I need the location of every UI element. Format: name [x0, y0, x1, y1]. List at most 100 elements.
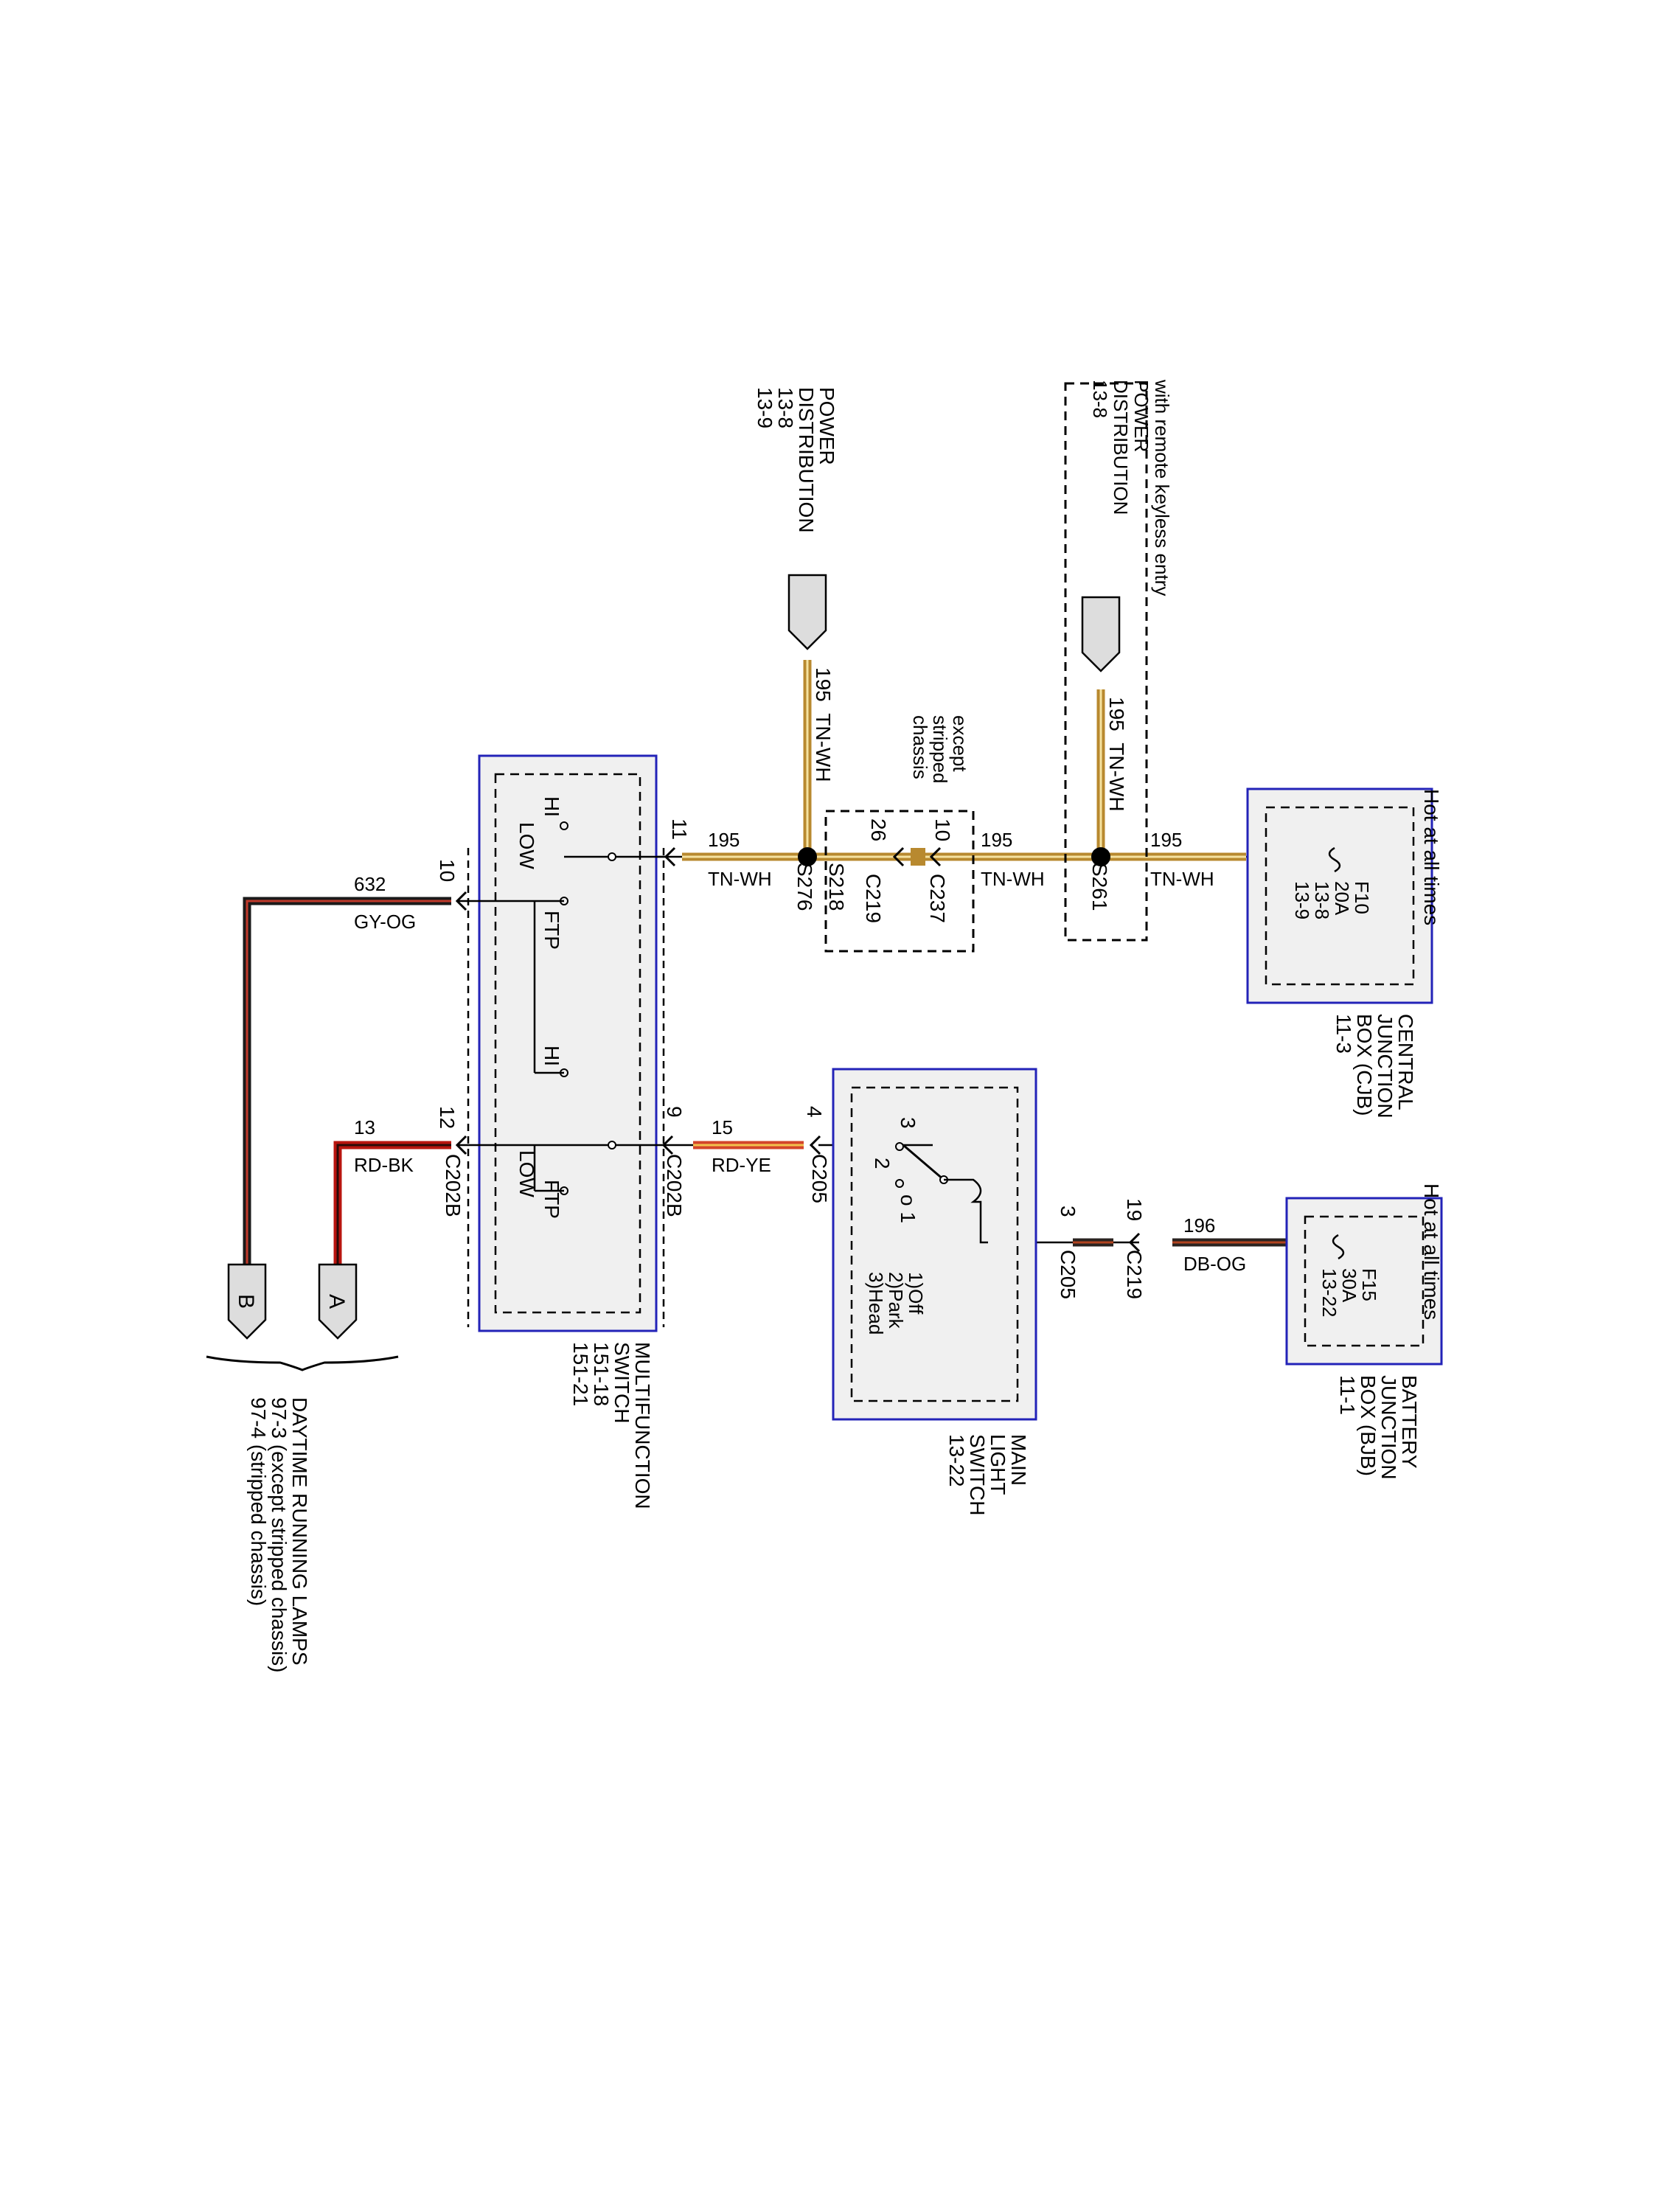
- power-distribution-connector: [787, 574, 827, 650]
- mls-name-line: SWITCH: [966, 1434, 989, 1516]
- position-2-label: 2: [871, 1158, 894, 1169]
- circuit-number: 15: [712, 1116, 733, 1138]
- f15-line: 30A: [1338, 1268, 1360, 1303]
- mls-position-line: 3)Head: [865, 1272, 887, 1335]
- circuit-number: 632: [354, 873, 386, 895]
- wire-color-code: RD-BK: [354, 1154, 414, 1176]
- cjb-name-line: BOX (CJB): [1353, 1014, 1376, 1116]
- bjb-name-line: 11-1: [1336, 1375, 1359, 1415]
- f15-line: F15: [1358, 1268, 1380, 1301]
- pin-number: 4: [803, 1106, 826, 1118]
- bjb-box: [1285, 1197, 1443, 1366]
- f15-line: 13-22: [1318, 1268, 1340, 1318]
- connector-c202b-label: C202B: [442, 1154, 465, 1217]
- connector-c202b-icon: [455, 891, 467, 911]
- except-stripped-line: except: [949, 715, 971, 772]
- drl-brace: [206, 1355, 399, 1371]
- mls-position-line: 2)Park: [885, 1272, 907, 1329]
- circuit-number: 13: [354, 1116, 375, 1138]
- pin-number: 9: [663, 1106, 686, 1118]
- remote-keyless-box: [1064, 382, 1148, 942]
- mls-name-line: MAIN: [1007, 1434, 1030, 1486]
- bjb-name: BATTERY JUNCTION BOX (BJB) 11-1: [1336, 1375, 1421, 1480]
- switch-contact-icon: [895, 1179, 904, 1188]
- fuse-f15-icon: [1332, 1234, 1345, 1260]
- drl-line: 97-3 (except stripped chassis): [268, 1397, 291, 1673]
- wire-color-code: TN-WH: [708, 868, 772, 890]
- main-light-switch-inner: [850, 1086, 1019, 1402]
- wire-color-code: DB-OG: [1183, 1253, 1247, 1275]
- multifunction-switch-inner: [494, 773, 641, 1314]
- pd-left-line: POWER: [815, 387, 838, 465]
- mfs-name-line: SWITCH: [611, 1342, 633, 1424]
- low-label: LOW: [515, 1150, 538, 1197]
- switch-pivot-icon: [608, 852, 616, 861]
- power-distribution-left: POWER DISTRIBUTION 13-8 13-9: [754, 387, 838, 533]
- pd-right-line: DISTRIBUTION: [1110, 380, 1132, 515]
- drl-line: DAYTIME RUNNING LAMPS: [288, 1397, 311, 1666]
- pin-number: 26: [867, 818, 890, 842]
- bjb-name-line: JUNCTION: [1377, 1375, 1400, 1480]
- connector-c202b-label: C202B: [663, 1154, 686, 1217]
- circuit-number: 195 TN-WH: [812, 667, 835, 782]
- switch-contact-icon: [560, 1068, 568, 1077]
- switch-pivot-icon: [608, 1141, 616, 1150]
- circuit-number: 195: [708, 829, 740, 851]
- wire-color-code: RD-YE: [712, 1154, 771, 1176]
- main-light-switch-name: MAIN LIGHT SWITCH 13-22: [945, 1434, 1030, 1516]
- inline-connector: [911, 848, 925, 866]
- switch-coil-icon: [944, 1178, 988, 1244]
- switch-blade-icon: [902, 1144, 945, 1181]
- connector-c202b-icon: [455, 1135, 467, 1155]
- fuse-f10-icon: [1328, 846, 1341, 873]
- circuit-number-text: 195: [1105, 697, 1128, 731]
- pin-number: 12: [436, 1106, 459, 1130]
- multifunction-switch-name: MULTIFUNCTION SWITCH 151-18 151-21: [569, 1342, 654, 1509]
- connector-c219-label: C219: [862, 874, 885, 923]
- cjb-inner-box: [1265, 806, 1415, 986]
- connector-c237-icon: [929, 846, 942, 867]
- pin-number: 19: [1123, 1198, 1146, 1222]
- connector-arrows: [455, 846, 1141, 1253]
- f10-line: F10: [1351, 881, 1373, 914]
- f10-label: F10 20A 13-8 13-9: [1291, 881, 1373, 920]
- except-stripped-line: stripped: [929, 715, 951, 784]
- hot-label-bjb: Hot at all times: [1420, 1183, 1443, 1321]
- mls-position-line: 1)Off: [905, 1272, 927, 1315]
- ftp-label: FTP: [540, 911, 563, 950]
- f10-line: 20A: [1331, 881, 1353, 916]
- cjb-name-line: JUNCTION: [1374, 1014, 1397, 1119]
- pd-right-line: with remote keyless entry: [1151, 380, 1173, 597]
- wire-color-code: GY-OG: [354, 911, 417, 933]
- mls-name-line: LIGHT: [987, 1434, 1009, 1495]
- multifunction-switch-box: [478, 754, 658, 1332]
- f10-line: 13-8: [1311, 881, 1333, 920]
- splice-s276: [798, 847, 817, 866]
- mfs-name-line: 151-18: [590, 1342, 613, 1407]
- connector-c219-icon: [892, 846, 905, 867]
- power-distribution-right: with remote keyless entry POWER DISTRIBU…: [1089, 380, 1173, 597]
- circuit-number: 195: [1150, 829, 1183, 851]
- switch-contact-icon: [895, 1142, 904, 1151]
- pd-right-line: 13-8: [1089, 380, 1111, 419]
- hi-label: HI: [540, 1046, 563, 1066]
- position-1-label: o 1: [897, 1194, 919, 1223]
- pin-number: 10: [436, 859, 459, 883]
- pd-left-line: 13-9: [754, 387, 776, 429]
- pd-right-line: POWER: [1130, 380, 1152, 453]
- hi-label: HI: [540, 796, 563, 817]
- splice-s261: [1091, 847, 1110, 866]
- connector-c205-icon: [809, 1135, 821, 1155]
- connector-c202b-icon: [664, 846, 676, 867]
- except-stripped-label: except stripped chassis: [909, 715, 971, 784]
- drl-line: 97-4 (stripped chassis): [247, 1397, 270, 1607]
- cjb-name-line: CENTRAL: [1394, 1014, 1417, 1110]
- mfs-name-line: 151-21: [569, 1342, 592, 1407]
- connector-c219-label: C219: [1123, 1250, 1146, 1299]
- wire-stripe: [336, 1144, 451, 1265]
- circuit-number: 195: [981, 829, 1013, 851]
- pin-number: 10: [931, 818, 954, 842]
- connector-c205-label: C205: [808, 1154, 831, 1203]
